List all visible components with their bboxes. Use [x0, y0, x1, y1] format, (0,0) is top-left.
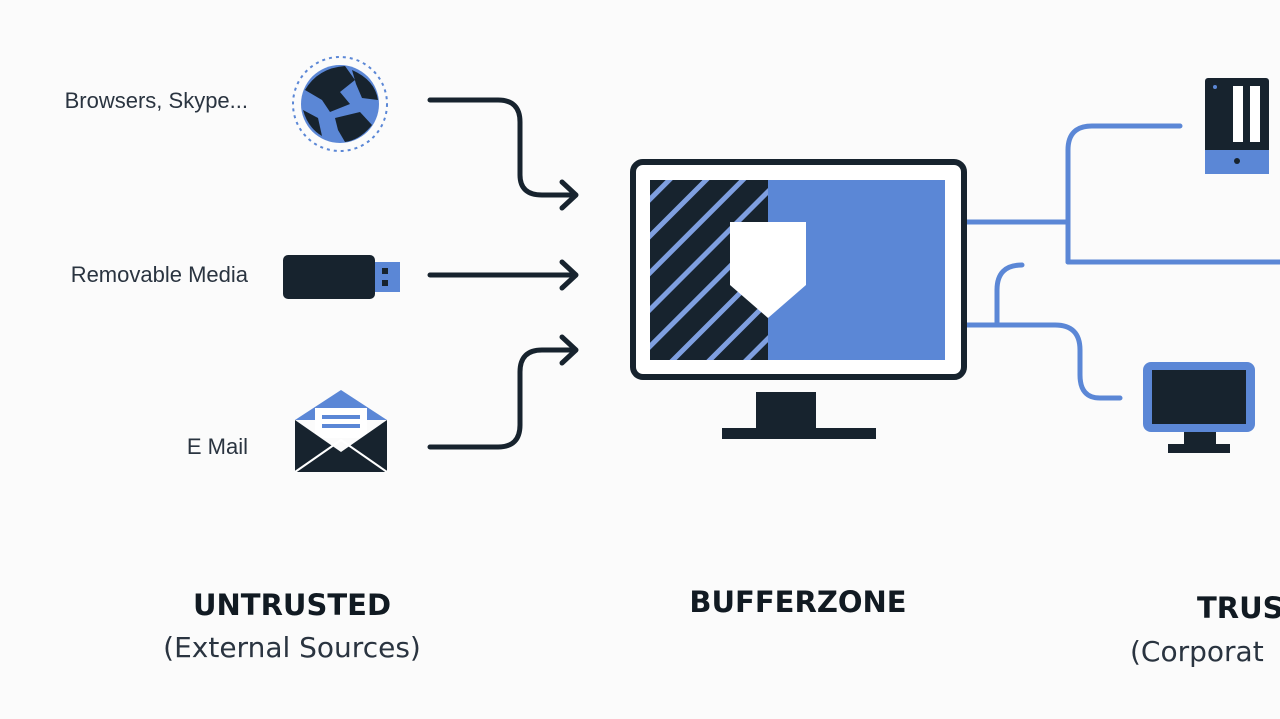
- arrow-removable-media: [427, 259, 579, 291]
- untrusted-subtitle: (External Sources): [163, 631, 421, 664]
- server-icon: [1205, 78, 1269, 174]
- bufferzone-monitor-icon: [630, 159, 967, 439]
- source-label-email: E Mail: [187, 434, 248, 459]
- workstation-monitor-icon: [1143, 362, 1255, 453]
- arrow-email: [427, 334, 579, 450]
- globe-icon: [292, 56, 388, 152]
- arrow-browsers: [427, 97, 579, 211]
- source-label-removable-media: Removable Media: [71, 262, 249, 287]
- trusted-subtitle: (Corporat: [1130, 635, 1264, 668]
- trusted-title: TRUS: [1197, 591, 1280, 625]
- untrusted-title: UNTRUSTED: [193, 588, 391, 622]
- usb-drive-icon: [283, 255, 400, 299]
- shield-icon: [730, 222, 806, 318]
- network-lines: [962, 123, 1280, 401]
- envelope-icon: [294, 390, 388, 473]
- source-label-browsers: Browsers, Skype...: [65, 88, 248, 113]
- bufferzone-title: BUFFERZONE: [689, 585, 906, 619]
